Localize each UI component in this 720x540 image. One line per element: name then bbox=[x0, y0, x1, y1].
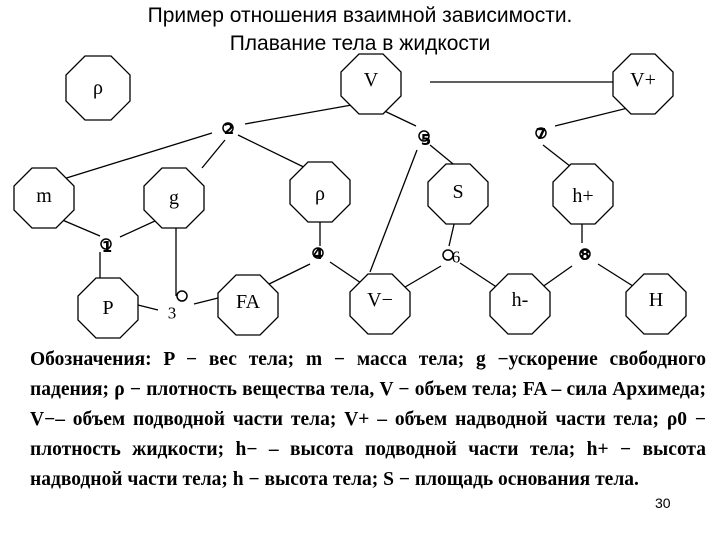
node-V-minus: V− bbox=[349, 273, 411, 335]
node-V: V bbox=[340, 53, 402, 115]
edge bbox=[597, 263, 637, 289]
edge bbox=[201, 139, 226, 169]
svg-text:4: 4 bbox=[313, 245, 323, 263]
svg-text:FA: FA bbox=[236, 291, 261, 313]
svg-text:m: m bbox=[36, 185, 52, 207]
node-P: P bbox=[77, 277, 139, 339]
svg-text:8: 8 bbox=[580, 246, 590, 264]
node-m: m bbox=[13, 167, 75, 229]
edge bbox=[59, 218, 101, 237]
svg-text:ρ: ρ bbox=[315, 183, 325, 205]
edge bbox=[459, 262, 499, 289]
svg-text:2: 2 bbox=[224, 120, 234, 138]
svg-text:V+: V+ bbox=[630, 69, 656, 91]
svg-text:V−: V− bbox=[367, 289, 393, 311]
dependency-graph: ρ V V+ m g ρ S bbox=[13, 53, 687, 339]
svg-text:7: 7 bbox=[536, 125, 546, 143]
edge bbox=[244, 102, 364, 125]
svg-text:6: 6 bbox=[452, 248, 461, 267]
svg-text:H: H bbox=[649, 289, 663, 311]
node-h-minus: h- bbox=[489, 273, 551, 335]
relation-2: 5 bbox=[418, 130, 431, 149]
svg-text:V: V bbox=[364, 69, 379, 91]
node-H: H bbox=[625, 273, 687, 335]
edge bbox=[369, 149, 418, 273]
svg-text:ρ: ρ bbox=[93, 77, 103, 99]
relation-8: 3 bbox=[168, 290, 188, 323]
page-number: 30 bbox=[655, 495, 671, 511]
svg-text:3: 3 bbox=[168, 304, 177, 323]
edge bbox=[59, 132, 213, 181]
edge bbox=[137, 304, 159, 311]
svg-text:g: g bbox=[169, 187, 179, 209]
legend-text: Обозначения: P − вес тела; m − масса тел… bbox=[30, 345, 706, 495]
relation-4: 1 bbox=[100, 238, 112, 256]
edge bbox=[399, 265, 442, 291]
relation-1: 2 bbox=[222, 120, 234, 138]
node-V-plus: V+ bbox=[612, 53, 674, 115]
node-g: g bbox=[143, 167, 205, 229]
svg-text:P: P bbox=[102, 297, 113, 319]
edge bbox=[329, 261, 365, 286]
relation-3: 7 bbox=[535, 125, 547, 143]
relation-5: 4 bbox=[312, 245, 324, 263]
node-FA: FA bbox=[217, 274, 279, 336]
relation-nodes: 2 5 7 1 4 6 8 bbox=[100, 120, 591, 323]
edge bbox=[264, 263, 311, 287]
svg-text:5: 5 bbox=[421, 131, 431, 149]
node-h-plus: h+ bbox=[552, 163, 614, 225]
node-S: S bbox=[427, 163, 489, 225]
edge bbox=[193, 296, 223, 305]
variable-nodes: ρ V V+ m g ρ S bbox=[13, 53, 687, 339]
title-line-2: Плавание тела в жидкости bbox=[229, 32, 491, 55]
title-line-1: Пример отношения взаимной зависимости. bbox=[147, 4, 573, 27]
node-rho-mid: ρ bbox=[289, 161, 351, 223]
svg-text:h-: h- bbox=[512, 289, 529, 311]
relation-7: 8 bbox=[579, 246, 591, 264]
node-rho-top: ρ bbox=[65, 55, 131, 121]
svg-text:S: S bbox=[452, 181, 463, 203]
relation-6: 6 bbox=[442, 248, 461, 267]
svg-text:1: 1 bbox=[102, 238, 112, 256]
legend-body: Обозначения: P − вес тела; m − масса тел… bbox=[30, 349, 706, 490]
svg-text:h+: h+ bbox=[572, 185, 593, 207]
